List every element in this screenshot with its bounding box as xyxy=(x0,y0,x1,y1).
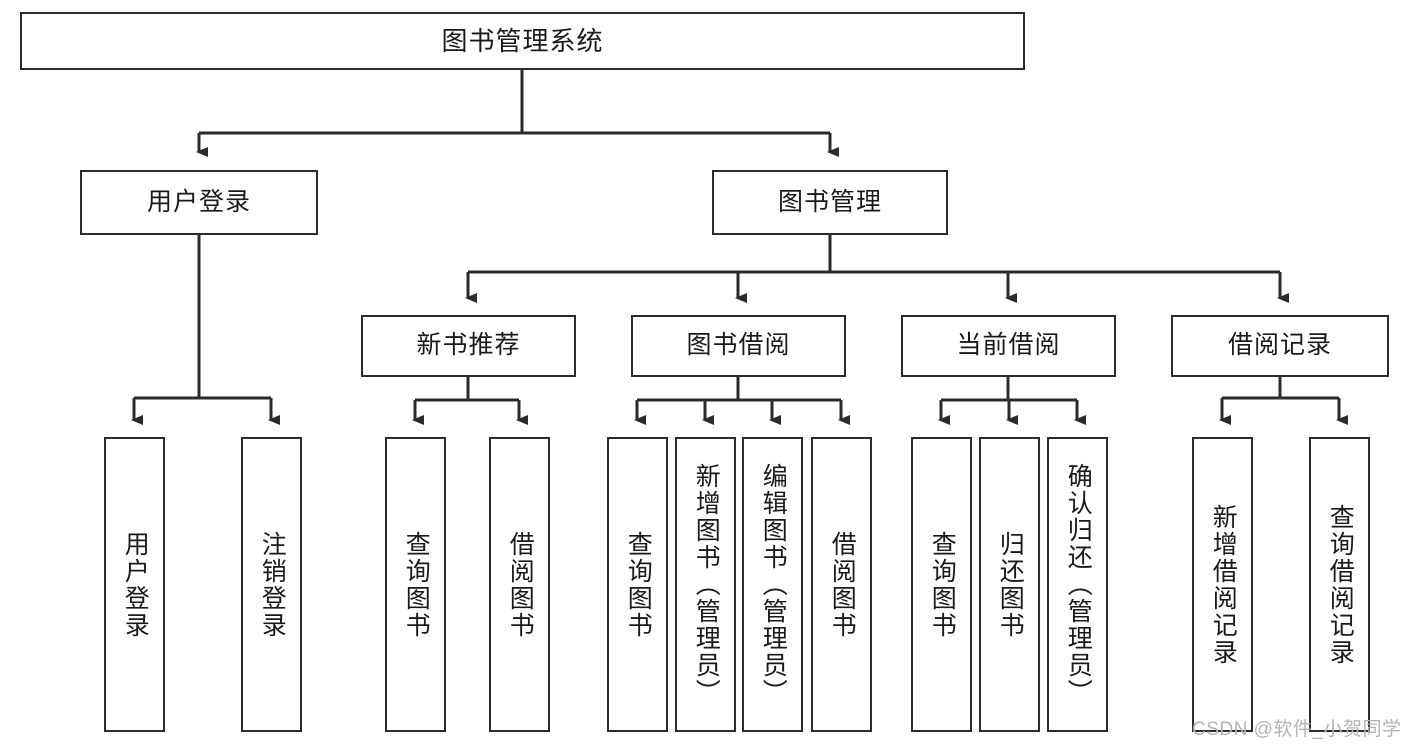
watermark-csdn: CSDN @软件_小贺同学 xyxy=(1192,719,1402,740)
leaf-query-book-current[interactable]: 查询图书 xyxy=(911,437,972,732)
leaf-query-borrow-record[interactable]: 查询借阅记录 xyxy=(1309,437,1370,732)
leaf-return-book[interactable]: 归还图书 xyxy=(979,437,1040,732)
node-user-login[interactable]: 用户登录 xyxy=(80,170,318,235)
node-borrow-records[interactable]: 借阅记录 xyxy=(1171,315,1389,377)
node-new-book-recommend[interactable]: 新书推荐 xyxy=(361,315,576,377)
leaf-user-login[interactable]: 用户登录 xyxy=(104,437,165,732)
leaf-borrow-book-recommend[interactable]: 借阅图书 xyxy=(489,437,550,732)
leaf-borrow-book[interactable]: 借阅图书 xyxy=(811,437,872,732)
leaf-query-book-borrow[interactable]: 查询图书 xyxy=(607,437,668,732)
leaf-query-book-recommend[interactable]: 查询图书 xyxy=(385,437,446,732)
node-current-borrow[interactable]: 当前借阅 xyxy=(901,315,1116,377)
leaf-edit-book-admin[interactable]: 编辑图书（管理员） xyxy=(742,437,803,732)
leaf-confirm-return-admin[interactable]: 确认归还（管理员） xyxy=(1047,437,1108,732)
node-book-management[interactable]: 图书管理 xyxy=(712,170,948,235)
node-book-borrow[interactable]: 图书借阅 xyxy=(631,315,846,377)
leaf-add-borrow-record[interactable]: 新增借阅记录 xyxy=(1192,437,1253,732)
node-root-system[interactable]: 图书管理系统 xyxy=(20,12,1025,70)
leaf-add-book-admin[interactable]: 新增图书（管理员） xyxy=(675,437,736,732)
leaf-logout[interactable]: 注销登录 xyxy=(241,437,302,732)
